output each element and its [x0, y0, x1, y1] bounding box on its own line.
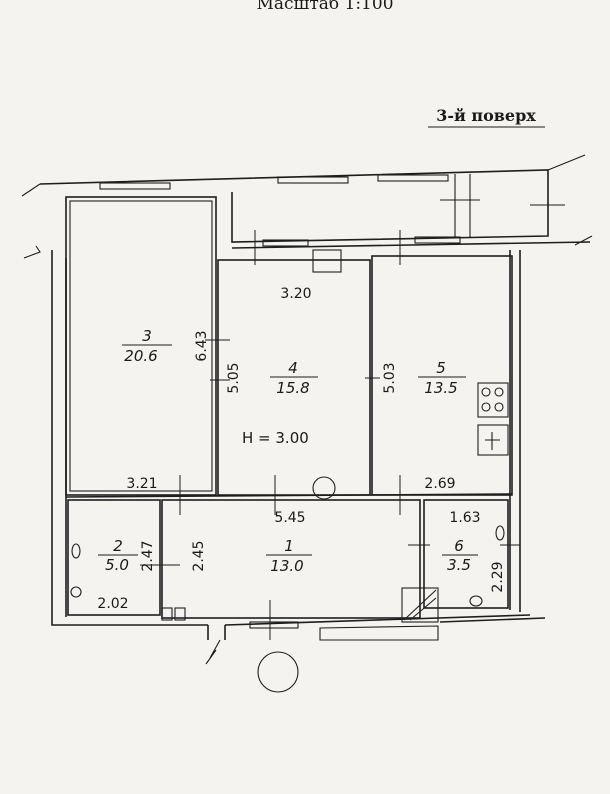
dim-room3-height: 6.43 — [194, 330, 210, 361]
dim-room1-top: 5.45 — [274, 510, 305, 526]
room-6: 6 3.5 — [442, 537, 478, 574]
floor-label: 3-й поверх — [436, 106, 536, 125]
room-5-area: 13.5 — [424, 379, 457, 397]
room-1: 1 13.0 — [266, 537, 312, 575]
room-2-number: 2 — [113, 537, 123, 555]
room-3-area: 20.6 — [124, 347, 157, 365]
room-1-number: 1 — [284, 537, 294, 555]
room-2: 2 5.0 — [98, 537, 138, 574]
dim-room2-bottom: 2.02 — [97, 596, 128, 612]
room-1-area: 13.0 — [270, 557, 303, 575]
dim-room2-height: 2.47 — [140, 540, 156, 571]
room-6-area: 3.5 — [447, 556, 471, 574]
dim-room5-bottom: 2.69 — [424, 476, 455, 492]
room-6-number: 6 — [454, 537, 464, 555]
dim-room5-height: 5.03 — [382, 362, 398, 393]
room-3: 3 20.6 — [122, 327, 172, 365]
kitchen-fixtures — [477, 382, 509, 456]
dim-room6-height: 2.29 — [490, 561, 506, 592]
room-3-number: 3 — [142, 327, 152, 345]
dim-room4-height: 5.05 — [226, 362, 242, 393]
walls — [21, 154, 593, 693]
dim-room4-top: 3.20 — [280, 286, 311, 302]
room-5: 5 13.5 — [418, 359, 466, 397]
dim-room3-bottom: 3.21 — [126, 476, 157, 492]
dim-room6-top: 1.63 — [449, 510, 480, 526]
room-4: 4 15.8 — [270, 359, 318, 397]
room-2-area: 5.0 — [105, 556, 129, 574]
room-5-number: 5 — [436, 359, 446, 377]
ceiling-height: H = 3.00 — [242, 429, 309, 447]
dimension-lines — [140, 230, 520, 640]
bathroom-fixtures — [70, 525, 505, 607]
scale-label: Масштаб 1:100 — [256, 0, 393, 14]
dim-room1-height: 2.45 — [191, 540, 207, 571]
room-4-number: 4 — [288, 359, 298, 377]
room-4-area: 15.8 — [276, 379, 309, 397]
